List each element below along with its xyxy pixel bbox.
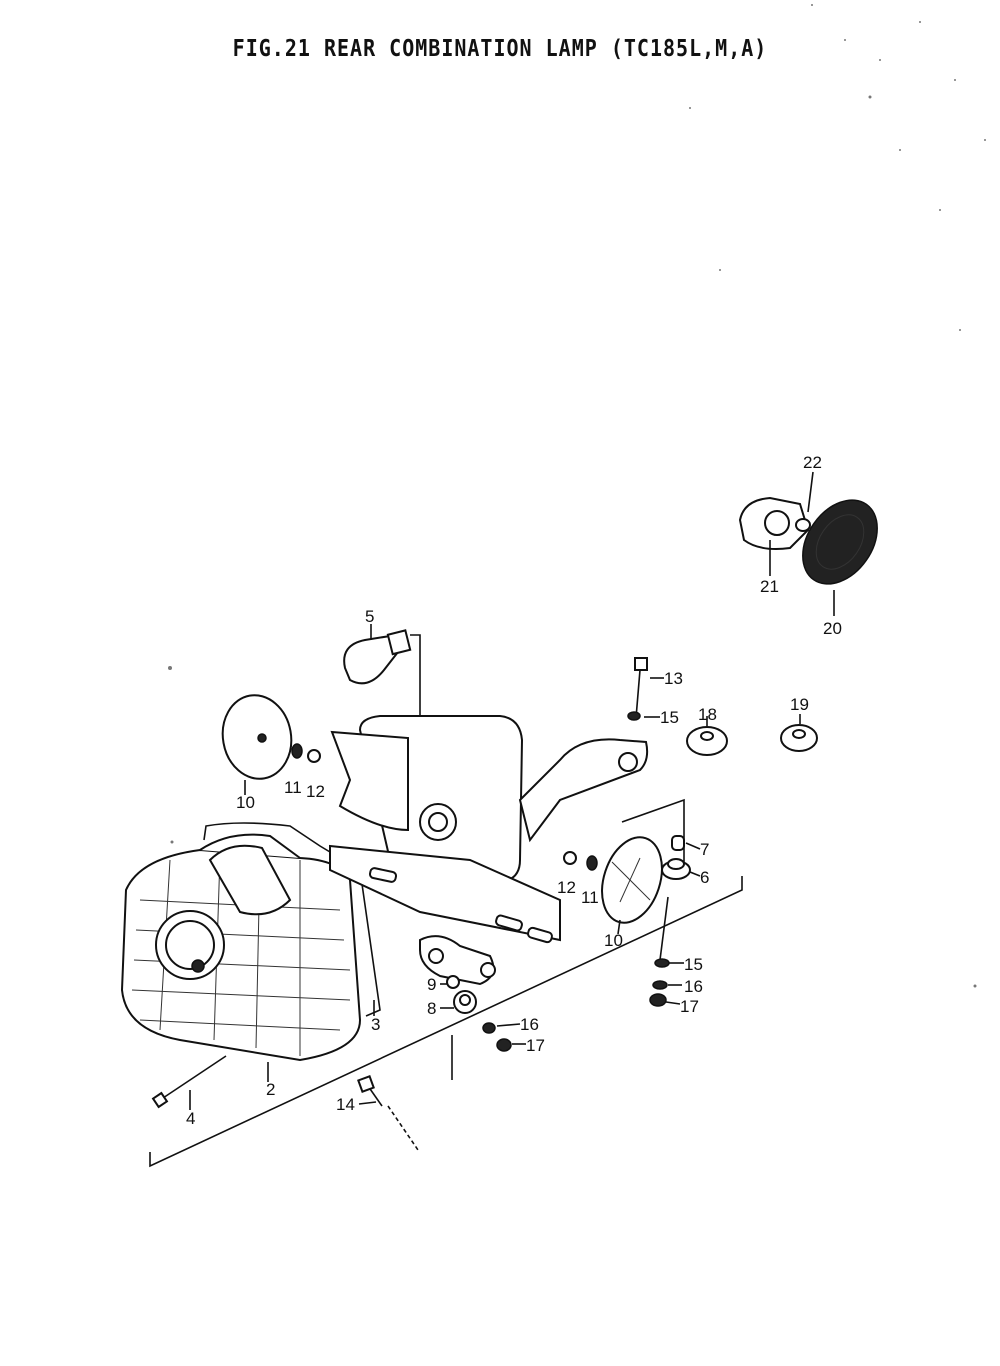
callout-3: 3 xyxy=(371,1015,380,1034)
callout-17-right: 17 xyxy=(680,997,699,1016)
reflector-assembly xyxy=(738,496,878,585)
callout-15-bottom: 15 xyxy=(684,955,703,974)
figure-title: FIG.21 REAR COMBINATION LAMP (TC185L,M,A… xyxy=(232,34,768,62)
lamp-body-bracket xyxy=(329,715,649,986)
callout-8: 8 xyxy=(427,999,436,1018)
callout-18: 18 xyxy=(698,705,717,724)
scan-noise xyxy=(168,4,986,988)
callout-22: 22 xyxy=(803,453,822,472)
callout-11-right: 11 xyxy=(581,888,599,907)
callout-15-top: 15 xyxy=(660,708,679,727)
callouts: 2 3 4 5 6 7 8 9 10 10 11 11 12 12 13 14 … xyxy=(186,453,842,1128)
part-3-gasket xyxy=(203,822,381,1017)
callout-21: 21 xyxy=(760,577,779,596)
part-2-lamp-housing xyxy=(120,833,362,1062)
leader-lines xyxy=(189,471,835,1110)
callout-19: 19 xyxy=(790,695,809,714)
callout-14: 14 xyxy=(336,1095,355,1114)
callout-13: 13 xyxy=(664,669,683,688)
callout-16-left: 16 xyxy=(520,1015,539,1034)
callout-6: 6 xyxy=(700,868,709,887)
assembly-frame-lines xyxy=(149,634,743,1168)
callout-4: 4 xyxy=(186,1109,195,1128)
callout-10-left: 10 xyxy=(236,793,255,812)
hardware-parts xyxy=(291,657,818,1107)
part-10-lens-left xyxy=(221,694,293,780)
callout-11-left: 11 xyxy=(284,778,302,797)
part-4-long-bolt xyxy=(151,1055,227,1109)
callout-7: 7 xyxy=(700,840,709,859)
callout-9: 9 xyxy=(427,975,436,994)
callout-12-right: 12 xyxy=(557,878,576,897)
part-5-bulb xyxy=(343,629,412,685)
part-10-lens-right xyxy=(601,836,663,924)
callout-16-right: 16 xyxy=(684,977,703,996)
callout-2: 2 xyxy=(266,1080,275,1099)
callout-10-right: 10 xyxy=(604,931,623,950)
callout-17-left: 17 xyxy=(526,1036,545,1055)
callout-12-left: 12 xyxy=(306,782,325,801)
callout-20: 20 xyxy=(823,619,842,638)
callout-5: 5 xyxy=(365,607,374,626)
